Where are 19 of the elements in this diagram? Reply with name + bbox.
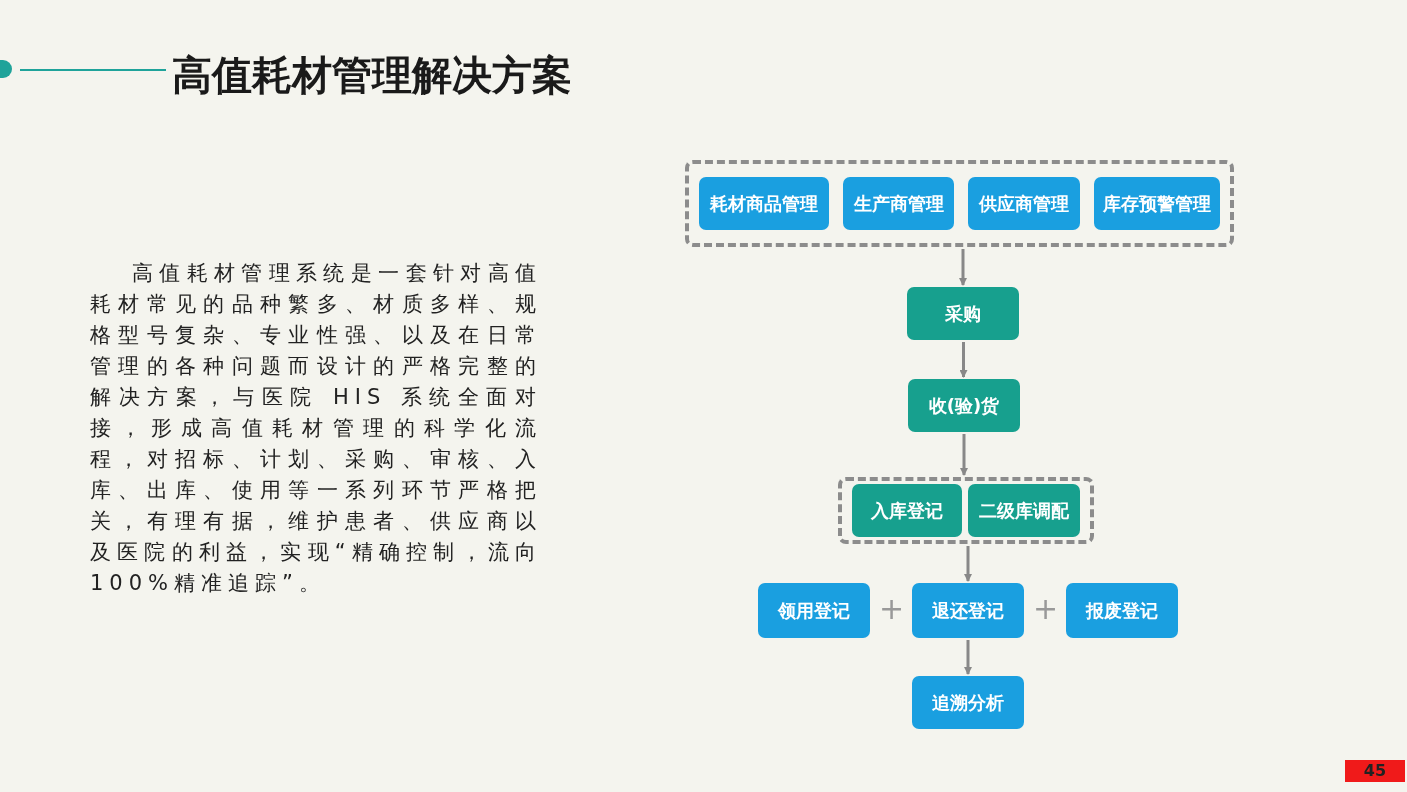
process-box: 收(验)货 [908,379,1020,432]
process-box: 库存预警管理 [1094,177,1220,230]
process-box: 入库登记 [852,484,962,537]
process-box: 追溯分析 [912,676,1024,729]
page-number: 45 [1345,760,1405,782]
plus-sign: + [1033,594,1059,624]
process-box: 二级库调配 [968,484,1080,537]
dashed-group-box [685,160,1234,247]
paragraph: 高值耗材管理系统是一套针对高值耗材常见的品种繁多、材质多样、规格型号复杂、专业性强、以及在日常管理的各种问题而设计的严格完整的解决方案，与医院 HIS 系统全面对接，形成高值耗材管理的科学化流程，对招标、计划、采购、审核、入库、出库、使用等一系列环节严格把关，有理有据，维护患者、供应商以及医院的利益，实现“精确控制，流向 100%精准追踪”。 [90,260,542,597]
dashed-group-box [838,477,1094,544]
process-box: 报废登记 [1066,583,1178,638]
process-box: 耗材商品管理 [699,177,829,230]
process-box: 生产商管理 [843,177,954,230]
process-box: 采购 [907,287,1019,340]
plus-sign: + [879,594,905,624]
title: 高值耗材管理解决方案 [172,51,572,100]
process-box: 供应商管理 [968,177,1080,230]
process-box: 领用登记 [758,583,870,638]
process-box: 退还登记 [912,583,1024,638]
